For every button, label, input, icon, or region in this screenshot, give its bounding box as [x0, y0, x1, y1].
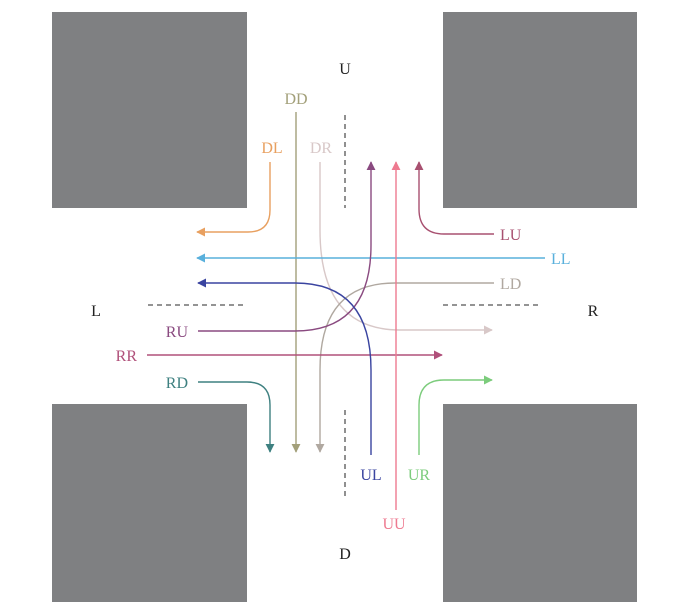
movement-label-DL: DL: [261, 140, 282, 157]
direction-label-left: L: [91, 303, 101, 320]
direction-label-up: U: [339, 61, 351, 78]
movement-label-RD: RD: [166, 375, 188, 392]
movement-label-DD: DD: [284, 91, 307, 108]
movement-label-UR: UR: [408, 467, 431, 484]
block-bottom-left: [52, 404, 247, 602]
path-RU: [198, 161, 376, 332]
path-UR: [418, 375, 493, 455]
movement-label-DR: DR: [310, 140, 333, 157]
path-LU: [414, 161, 494, 235]
path-UL: [197, 278, 372, 455]
path-LD: [315, 282, 494, 453]
movement-label-UU: UU: [382, 516, 406, 533]
path-DL: [196, 162, 271, 237]
direction-label-right: R: [588, 303, 599, 320]
block-top-left: [52, 12, 247, 208]
block-top-right: [443, 12, 637, 208]
movement-label-RR: RR: [116, 348, 138, 365]
movement-label-UL: UL: [360, 467, 381, 484]
movement-label-RU: RU: [166, 324, 189, 341]
path-DR: [319, 162, 493, 335]
path-RD: [198, 381, 275, 453]
movement-label-LU: LU: [500, 227, 522, 244]
direction-label-down: D: [339, 546, 351, 563]
movement-label-LD: LD: [500, 276, 521, 293]
block-bottom-right: [443, 404, 637, 602]
movement-label-LL: LL: [551, 251, 571, 268]
